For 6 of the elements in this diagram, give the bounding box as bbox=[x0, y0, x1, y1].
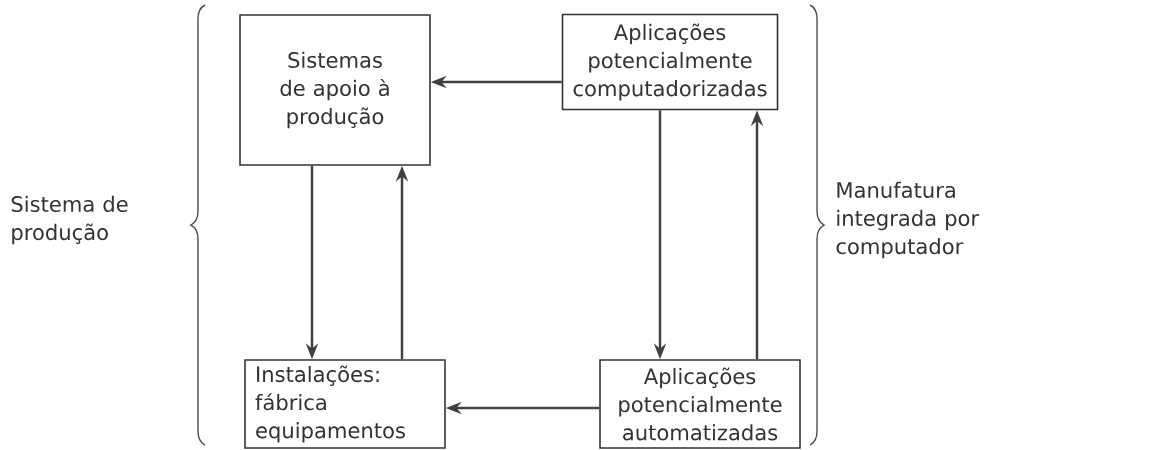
process-box: Aplicações potencialmente automatizadas bbox=[599, 359, 801, 449]
side-label: Manufatura integrada por computador bbox=[836, 181, 980, 259]
process-box: Instalações: fábrica equipamentos bbox=[244, 359, 446, 449]
process-box: Sistemas de apoio à produção bbox=[239, 14, 431, 166]
side-label: Sistema de produção bbox=[11, 195, 128, 245]
process-box: Aplicações potencialmente computadorizadas bbox=[561, 13, 779, 111]
